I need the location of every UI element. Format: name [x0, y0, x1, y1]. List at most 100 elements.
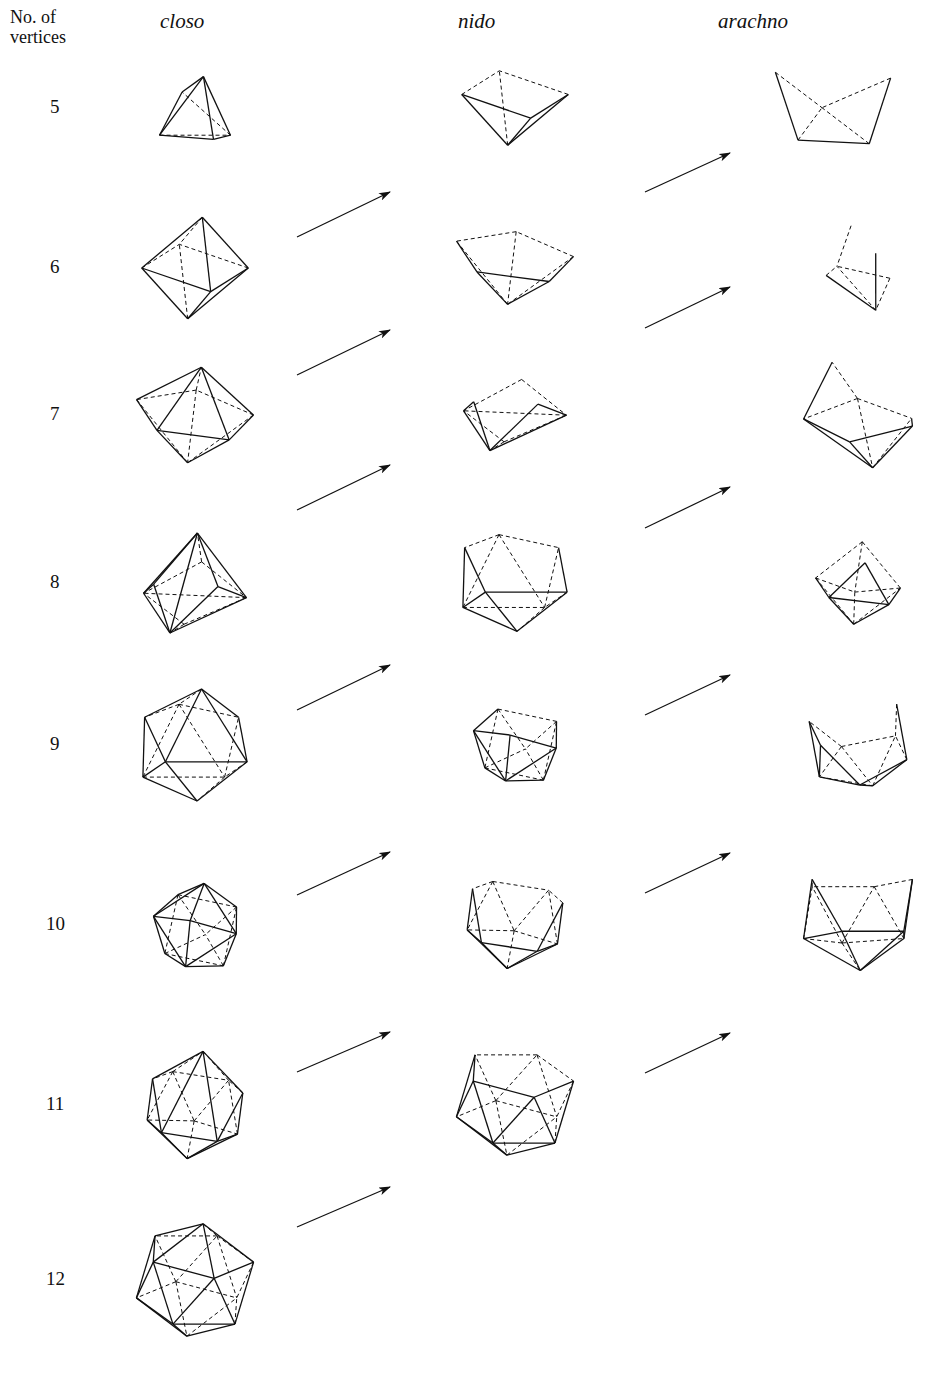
edge — [873, 760, 907, 786]
polyhedron — [142, 217, 249, 319]
edge — [165, 954, 186, 967]
edge — [804, 939, 861, 971]
edge — [463, 548, 465, 608]
hidden-edge — [857, 398, 911, 418]
edge — [203, 1051, 243, 1093]
edge — [203, 77, 230, 136]
polyhedron — [144, 533, 247, 633]
edge — [153, 916, 164, 953]
hidden-edge — [873, 736, 896, 786]
edge — [239, 717, 248, 762]
hidden-edge — [498, 709, 557, 721]
hidden-edge — [499, 535, 559, 548]
edge — [464, 402, 474, 411]
hidden-edge — [493, 881, 549, 890]
edge — [147, 1120, 161, 1133]
edge — [161, 1133, 217, 1142]
edge — [463, 607, 517, 631]
edge — [804, 931, 842, 938]
hidden-edge — [144, 593, 184, 624]
edge — [147, 1120, 187, 1159]
edge — [556, 721, 558, 748]
edge — [153, 895, 178, 917]
arrow — [645, 153, 730, 192]
hidden-edge — [549, 890, 558, 944]
edge — [826, 275, 876, 310]
hidden-edge — [475, 1054, 537, 1055]
edge — [493, 1143, 507, 1155]
edge — [137, 367, 202, 399]
edge — [481, 943, 537, 952]
arrow — [645, 675, 730, 715]
edge — [549, 257, 573, 282]
edge — [144, 593, 170, 633]
edge — [507, 951, 537, 968]
polyhedron — [147, 1051, 243, 1158]
edge — [850, 426, 913, 442]
edge — [812, 879, 842, 931]
hidden-edge — [173, 1072, 194, 1121]
edge — [237, 1093, 242, 1134]
edge — [143, 717, 145, 777]
edge — [203, 1224, 214, 1278]
hidden-edge — [812, 886, 874, 887]
edge — [187, 1324, 235, 1336]
hidden-edge — [205, 907, 236, 935]
edge — [211, 268, 249, 292]
edge — [182, 77, 203, 92]
edge — [186, 934, 237, 967]
hidden-edge — [463, 607, 545, 608]
hidden-edge — [525, 721, 556, 749]
edge — [153, 883, 204, 916]
arrow — [645, 1033, 730, 1073]
edge — [153, 1079, 162, 1133]
edge — [173, 1324, 187, 1336]
hidden-edge — [514, 890, 548, 931]
edge — [157, 430, 229, 440]
polyhedron — [462, 71, 569, 145]
edge — [517, 592, 567, 631]
vertex-count: 7 — [50, 404, 60, 425]
edge — [203, 1224, 253, 1262]
edge — [462, 94, 508, 145]
arrow — [297, 665, 390, 710]
edge — [850, 442, 873, 468]
edge — [143, 762, 165, 777]
hidden-edge — [842, 887, 874, 943]
hidden-edge — [874, 879, 912, 886]
edge — [507, 1143, 555, 1155]
edge — [144, 584, 154, 593]
edge — [202, 689, 248, 762]
polyhedron — [160, 77, 231, 140]
hidden-edge — [144, 562, 202, 593]
edge — [187, 1134, 237, 1159]
edge — [165, 761, 247, 762]
hidden-edge — [499, 71, 568, 95]
hidden-edge — [467, 929, 514, 931]
edge — [157, 367, 201, 430]
edge — [165, 689, 201, 762]
hidden-edge — [537, 1055, 557, 1117]
hidden-edge — [179, 217, 202, 244]
polyhedron — [464, 379, 567, 450]
edge — [201, 367, 253, 415]
hidden-edge — [507, 1117, 557, 1155]
hidden-edge — [465, 535, 499, 548]
edge — [809, 721, 819, 776]
arrow — [297, 852, 390, 895]
hidden-edge — [545, 548, 559, 608]
edge — [473, 889, 482, 943]
edge — [485, 592, 517, 631]
edge — [473, 731, 505, 781]
hidden-edge — [873, 418, 912, 467]
hidden-edge — [832, 362, 857, 398]
hidden-edge — [144, 593, 247, 597]
polyhedron — [804, 362, 913, 467]
hidden-edge — [854, 588, 901, 624]
hidden-edge — [809, 721, 841, 746]
conversion-arrows — [297, 153, 730, 1227]
edge — [809, 721, 820, 745]
column-heading: closo — [160, 10, 204, 33]
hidden-edge — [895, 704, 896, 736]
hidden-edge — [826, 266, 837, 275]
